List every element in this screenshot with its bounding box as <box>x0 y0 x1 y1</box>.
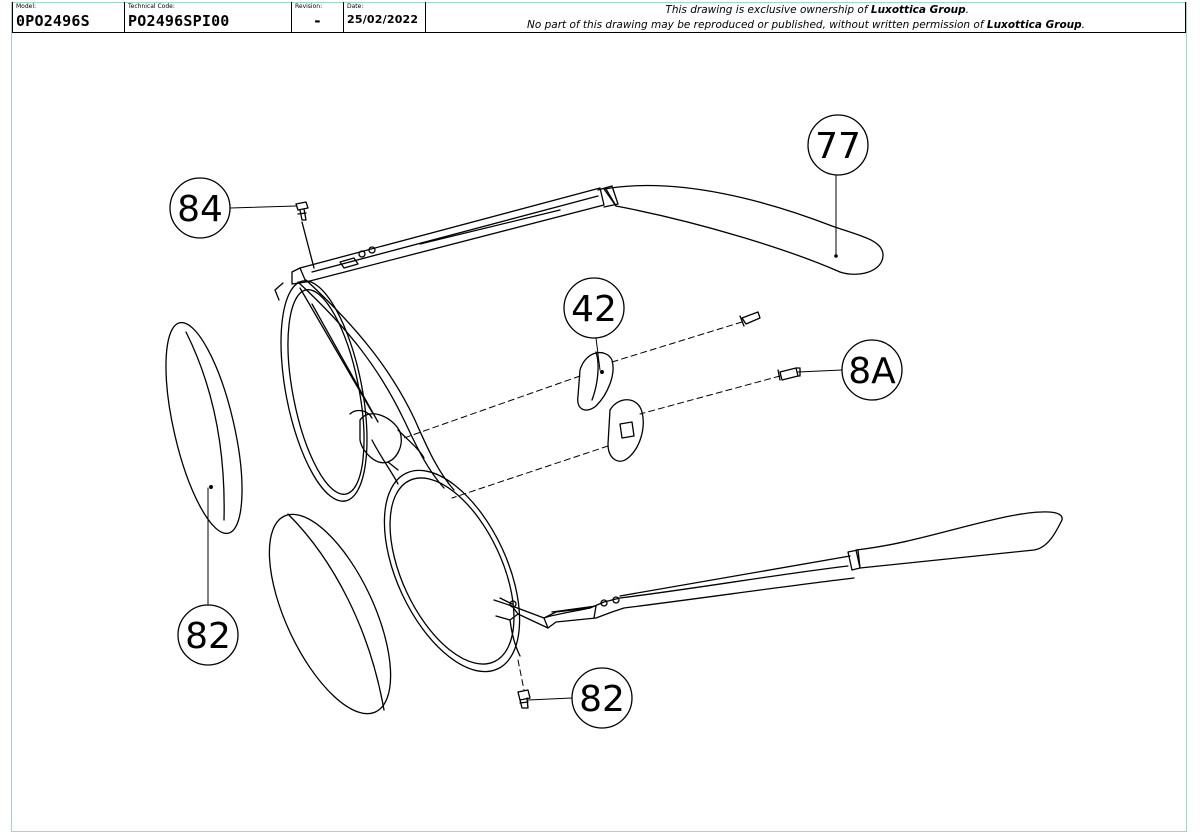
revision-value: - <box>312 12 323 30</box>
callout-nose-pad-label: 42 <box>571 289 617 330</box>
technical-code-cell: Technical Code: PO2496SPI00 <box>125 2 292 32</box>
ownership-notice-cell: This drawing is exclusive ownership of L… <box>426 2 1185 32</box>
temple-far <box>291 184 884 285</box>
date-cell: Date: 25/02/2022 <box>344 2 426 32</box>
callout-bottom-screw: 82 <box>571 667 633 729</box>
brow-bar <box>297 279 455 491</box>
hinge-screw-bottom <box>517 689 531 709</box>
lens-right-exploded <box>268 513 392 715</box>
title-block: Model: 0PO2496S Technical Code: PO2496SP… <box>12 2 1186 33</box>
lens-left-exploded <box>165 321 243 535</box>
callout-hinge-screw: 84 <box>169 177 231 239</box>
pad-screw-lower <box>777 367 801 381</box>
callout-lens-label: 82 <box>185 616 231 657</box>
callout-lens: 82 <box>177 604 239 666</box>
callout-temple-tip-label: 77 <box>815 126 861 167</box>
callout-nose-pad: 42 <box>563 277 625 339</box>
technical-code-value: PO2496SPI00 <box>128 12 230 30</box>
date-label: Date: <box>347 3 364 10</box>
ownership-notice-line-1: This drawing is exclusive ownership of L… <box>665 4 969 16</box>
pad-screw-upper <box>739 311 761 327</box>
rim-far <box>274 280 379 502</box>
hinge-screw-top <box>295 201 315 269</box>
revision-cell: Revision: - <box>292 2 344 32</box>
callout-temple-tip: 77 <box>807 114 869 176</box>
technical-code-label: Technical Code: <box>128 3 175 10</box>
temple-near <box>511 511 1063 629</box>
nose-pad-lower <box>607 399 644 462</box>
revision-label: Revision: <box>295 3 323 10</box>
date-value: 25/02/2022 <box>347 13 419 26</box>
sheet-border <box>11 2 1187 832</box>
callout-leaders <box>207 173 843 701</box>
callout-hinge-screw-label: 84 <box>177 189 223 230</box>
callout-bottom-screw-label: 82 <box>579 679 625 720</box>
model-value: 0PO2496S <box>16 12 90 30</box>
rim-near <box>383 469 521 673</box>
nose-pad-upper <box>577 351 614 411</box>
model-cell: Model: 0PO2496S <box>13 2 125 32</box>
ownership-notice-line-2: No part of this drawing may be reproduce… <box>526 19 1085 31</box>
assembly-lines <box>403 321 781 691</box>
model-label: Model: <box>16 3 37 10</box>
callout-pad-screw: 8A <box>841 339 903 401</box>
callout-pad-screw-label: 8A <box>848 351 896 392</box>
